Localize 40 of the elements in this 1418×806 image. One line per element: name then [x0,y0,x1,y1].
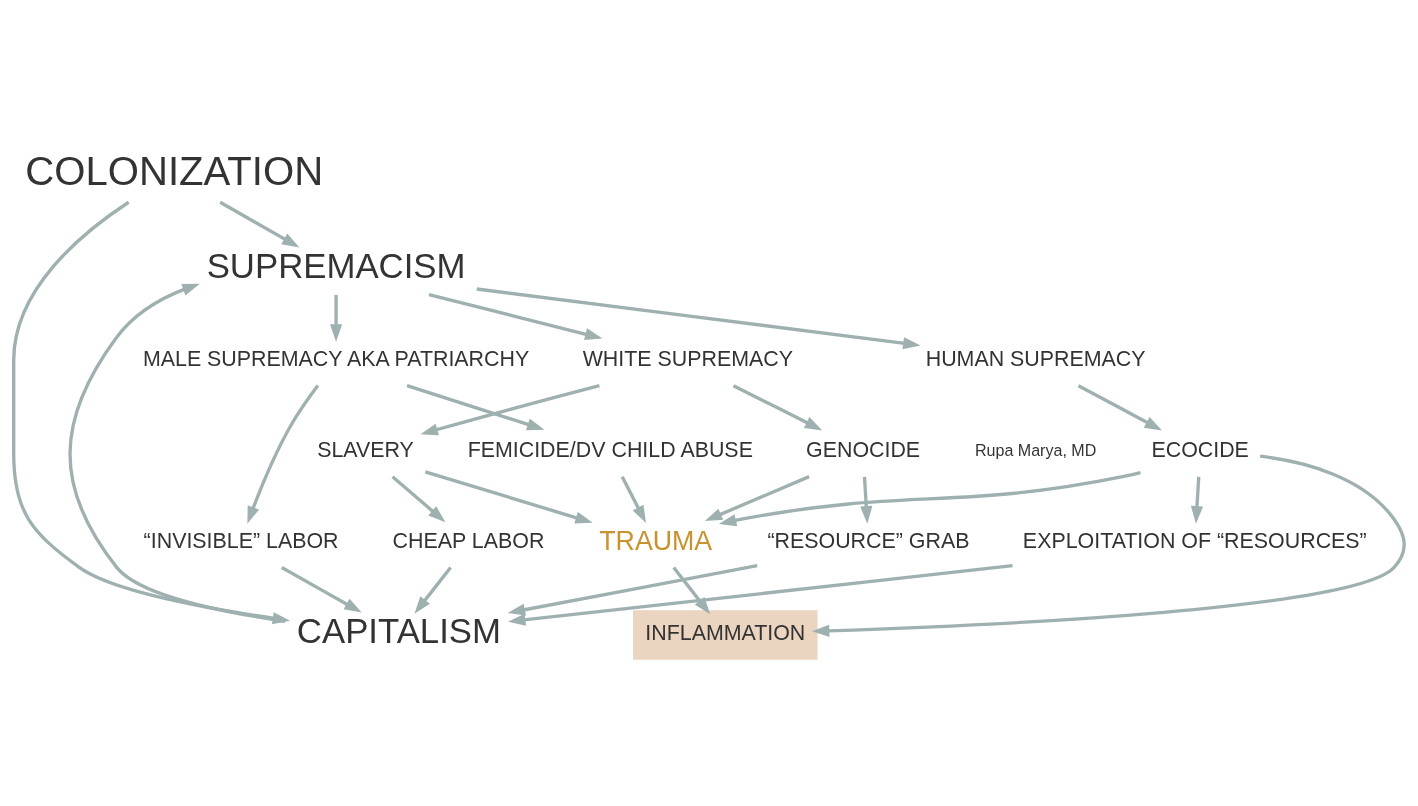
arrow [508,563,1013,626]
node-text: MALE SUPREMACY AKA PATRIARCHY [142,346,530,371]
node-text: HUMAN SUPREMACY [925,346,1146,371]
arrow [424,469,593,524]
arrow [704,474,810,521]
arrow [428,292,603,340]
node-text: COLONIZATION [25,148,324,194]
node-text: SUPREMACISM [206,246,466,285]
label: Rupa Marya, MD [974,440,1097,459]
arrow [507,563,758,616]
arrow [1190,476,1204,524]
node-box: INFLAMMATION [633,609,818,660]
arrow [811,454,1406,637]
arrow [672,566,711,614]
arrow [219,200,300,247]
arrow [860,476,873,524]
node-text: TRAUMA [599,525,713,556]
arrow [732,383,823,430]
node-text: “INVISIBLE” LABOR [143,528,339,553]
node-text: CHEAP LABOR [392,528,545,553]
arrow [68,283,286,623]
node-text: FEMICIDE/DV CHILD ABUSE [467,437,753,462]
arrow [1077,383,1163,431]
node-text: WHITE SUPREMACY [582,346,794,371]
node-text: EXPLOITATION OF “RESOURCES” [1022,528,1367,553]
arrow [391,475,446,522]
arrow [406,383,545,430]
arrow [414,566,452,614]
arrow [476,286,921,349]
node-text: CAPITALISM [296,611,502,650]
arrow [329,294,343,342]
arrow [247,384,320,524]
node-text: SLAVERY [317,437,414,462]
arrow [420,383,600,435]
node-text: GENOCIDE [806,437,921,462]
arrow [280,565,362,613]
node-text: “RESOURCE” GRAB [767,528,970,553]
node-text: ECOCIDE [1151,437,1249,462]
arrow [718,470,1141,526]
arrow [620,475,647,523]
